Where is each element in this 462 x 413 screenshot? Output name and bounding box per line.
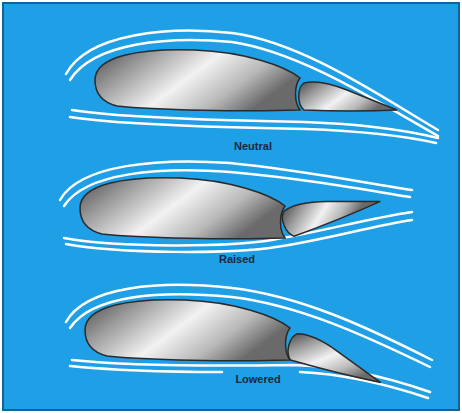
airflow-lines bbox=[66, 285, 432, 398]
state-label: Raised bbox=[219, 253, 255, 266]
aileron bbox=[285, 332, 387, 384]
aileron bbox=[279, 175, 381, 238]
background-panel bbox=[3, 3, 459, 410]
state-label: Neutral bbox=[234, 140, 272, 153]
aileron bbox=[299, 82, 397, 111]
wing-section bbox=[80, 178, 285, 239]
airflow-lines bbox=[66, 31, 438, 143]
state-label: Lowered bbox=[235, 373, 280, 386]
wing-section bbox=[95, 50, 300, 111]
wing-section bbox=[85, 300, 290, 361]
airflow-lines bbox=[60, 161, 412, 251]
